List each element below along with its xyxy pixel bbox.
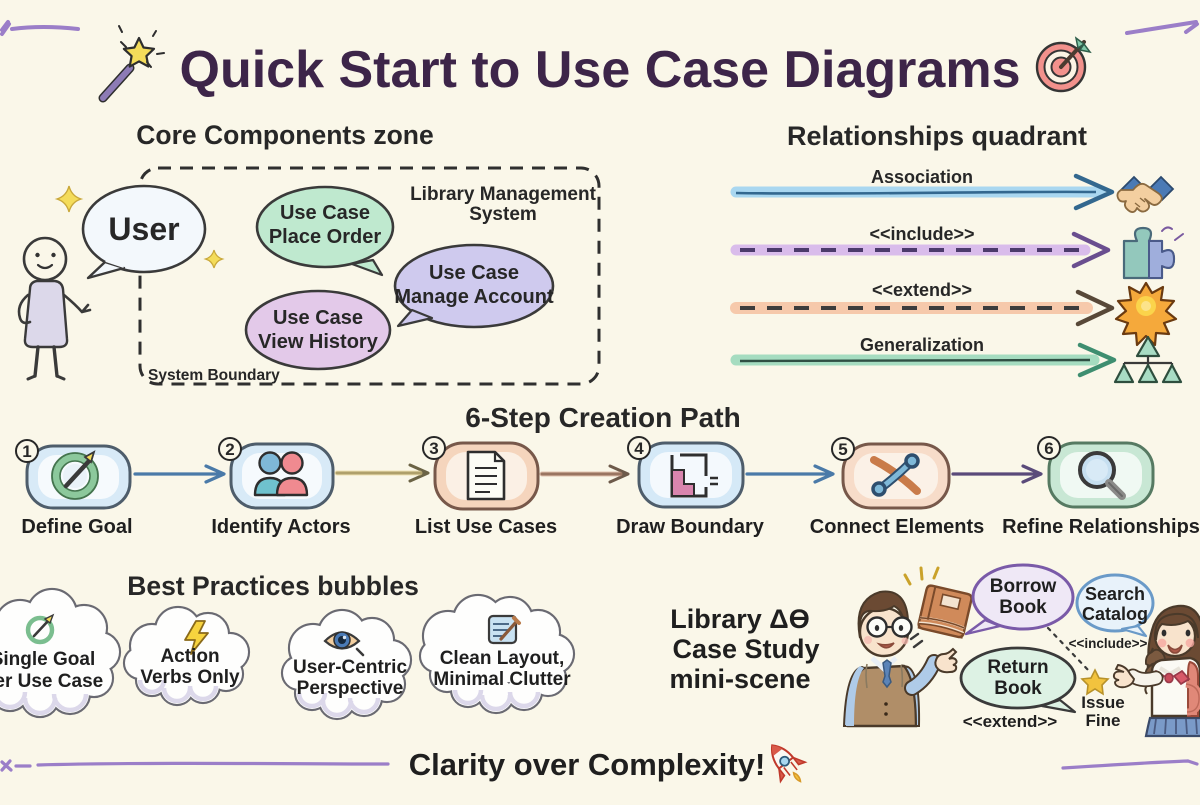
- svg-text:5: 5: [838, 440, 847, 459]
- svg-text:per Use Case: per Use Case: [0, 671, 103, 692]
- svg-text:Clean Layout,: Clean Layout,: [440, 648, 565, 669]
- svg-text:Draw Boundary: Draw Boundary: [616, 516, 765, 538]
- svg-text:Return: Return: [987, 657, 1048, 678]
- svg-text:<<extend>>: <<extend>>: [872, 280, 972, 300]
- svg-text:Verbs Only: Verbs Only: [140, 667, 240, 688]
- svg-text:Case Study: Case Study: [672, 634, 819, 664]
- svg-text:<<extend>>: <<extend>>: [963, 712, 1058, 731]
- svg-text:<<include>>: <<include>>: [1069, 636, 1148, 651]
- svg-text:mini-scene: mini-scene: [669, 664, 810, 694]
- svg-text:System Boundary: System Boundary: [148, 367, 280, 384]
- svg-text:Association: Association: [871, 167, 973, 187]
- svg-text:Relationships quadrant: Relationships quadrant: [787, 121, 1087, 151]
- svg-text:Clarity over Complexity!: Clarity over Complexity!: [409, 747, 766, 782]
- svg-text:Place Order: Place Order: [269, 226, 382, 248]
- svg-text:Book: Book: [994, 678, 1042, 699]
- svg-text:Connect Elements: Connect Elements: [810, 516, 984, 538]
- svg-text:View History: View History: [258, 331, 379, 353]
- svg-text:Borrow: Borrow: [990, 576, 1057, 597]
- svg-text:Perspective: Perspective: [297, 678, 404, 699]
- svg-text:Core Components zone: Core Components zone: [136, 120, 433, 150]
- svg-text:User-Centric: User-Centric: [293, 657, 407, 678]
- svg-text:Use Case: Use Case: [280, 202, 370, 224]
- svg-text:4: 4: [634, 439, 644, 458]
- svg-text:6: 6: [1044, 439, 1053, 458]
- svg-text:Generalization: Generalization: [860, 335, 984, 355]
- svg-text:Quick Start to Use Case Diagra: Quick Start to Use Case Diagrams: [180, 41, 1021, 99]
- svg-text:Minimal Clutter: Minimal Clutter: [433, 669, 571, 690]
- svg-text:User: User: [108, 211, 179, 247]
- svg-text:Action: Action: [160, 646, 219, 667]
- svg-text:Define Goal: Define Goal: [21, 516, 132, 538]
- svg-text:Identify Actors: Identify Actors: [211, 516, 350, 538]
- svg-text:2: 2: [225, 440, 234, 459]
- svg-text:Single Goal: Single Goal: [0, 649, 95, 670]
- svg-text:System: System: [469, 204, 537, 225]
- svg-text:Search: Search: [1085, 584, 1145, 604]
- svg-text:Issue: Issue: [1081, 693, 1124, 712]
- svg-text:3: 3: [429, 439, 438, 458]
- svg-text:List Use Cases: List Use Cases: [415, 516, 557, 538]
- svg-text:Best Practices bubbles: Best Practices bubbles: [127, 571, 419, 601]
- svg-text:Manage Account: Manage Account: [394, 286, 554, 308]
- svg-text:Catalog: Catalog: [1082, 604, 1148, 624]
- svg-text:1: 1: [22, 442, 31, 461]
- svg-text:6-Step Creation Path: 6-Step Creation Path: [465, 402, 740, 433]
- svg-text:Library Management: Library Management: [410, 184, 596, 205]
- svg-text:Refine Relationships: Refine Relationships: [1002, 516, 1200, 538]
- svg-text:Fine: Fine: [1086, 711, 1121, 730]
- svg-text:Use Case: Use Case: [429, 262, 519, 284]
- svg-text:Book: Book: [999, 597, 1047, 618]
- svg-text:Use Case: Use Case: [273, 307, 363, 329]
- svg-text:Library ΔӨ: Library ΔӨ: [670, 604, 809, 634]
- svg-text:<<include>>: <<include>>: [869, 224, 974, 244]
